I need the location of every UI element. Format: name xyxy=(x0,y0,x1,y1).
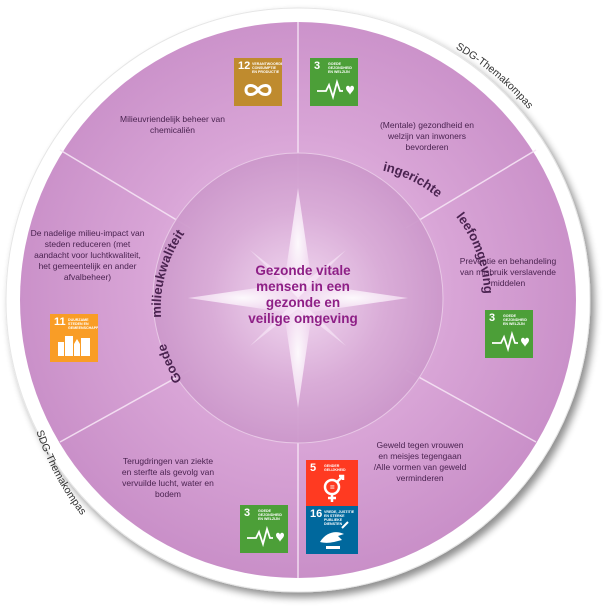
segment-label-top-left: Milieuvriendelijk beheer van chemicaliën xyxy=(120,114,225,135)
heartbeat-icon xyxy=(317,78,354,101)
segment-label-mid-right: Preventie en behandeling van misbruik ve… xyxy=(459,256,557,288)
city-icon xyxy=(58,336,90,356)
heartbeat-icon xyxy=(247,525,284,548)
segment-label-bottom-right: Geweld tegen vrouwen en meisjes tegengaa… xyxy=(373,440,467,483)
heartbeat-icon xyxy=(492,330,529,353)
center-title: Gezonde vitale mensen in een gezonde en … xyxy=(248,263,358,326)
sdg-16-tile: 16 Vrede, justitie en sterke publieke di… xyxy=(306,506,358,554)
segment-label-mid-left: De nadelige milieu-impact van steden red… xyxy=(30,228,145,282)
compass-star-icon xyxy=(188,188,408,408)
sdg-3-tile-right: 3 Goede gezondheid en welzijn xyxy=(485,310,533,358)
sdg-12-tile: 12 Verantwoorde consumptie en productie xyxy=(234,58,282,106)
gender-equality-icon: = xyxy=(323,474,345,502)
segment-label-top-right: (Mentale) gezondheid en welzijn van inwo… xyxy=(379,120,475,152)
sdg-3-tile-bottom: 3 Goede gezondheid en welzijn xyxy=(240,505,288,553)
infinity-icon xyxy=(244,84,272,96)
dove-gavel-icon xyxy=(320,521,349,549)
sdg-3-tile-top: 3 Goede gezondheid en welzijn xyxy=(310,58,358,106)
svg-text:=: = xyxy=(330,483,335,492)
sdg-5-tile: 5 Gender gelijkheid = xyxy=(306,460,358,506)
sdg-11-tile: 11 Duurzame steden en gemeenschappen xyxy=(50,314,98,362)
segment-label-bottom-left: Terugdringen van ziekte en sterfte als g… xyxy=(121,456,215,499)
